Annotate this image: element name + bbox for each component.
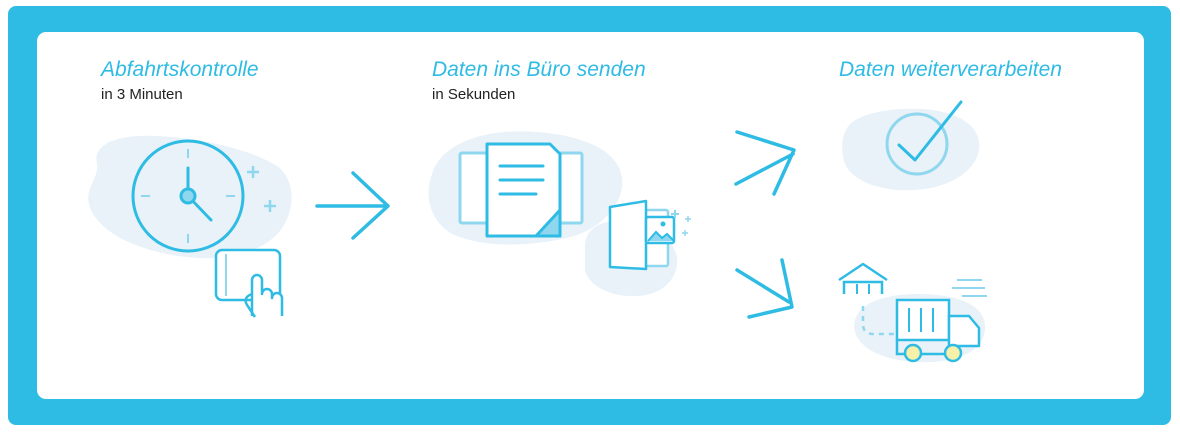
arrow-up-right-icon <box>734 130 796 196</box>
checkmark-icon <box>842 100 980 191</box>
step-title: Daten weiterverarbeiten <box>839 58 1062 81</box>
process-illustrations <box>88 100 987 363</box>
step-subtitle: in Sekunden <box>432 86 516 103</box>
process-card: Abfahrtskontrolle in 3 Minuten Daten ins… <box>37 32 1144 399</box>
step-title: Abfahrtskontrolle <box>101 58 259 81</box>
step-subtitle: in 3 Minuten <box>101 86 183 103</box>
truck-warehouse-icon <box>838 262 987 363</box>
step-title: Daten ins Büro senden <box>432 58 646 81</box>
arrow-right-icon <box>315 171 390 240</box>
arrow-down-right-icon <box>735 258 794 319</box>
clock-tablet-icon <box>88 135 292 318</box>
documents-photo-icon <box>428 131 691 297</box>
